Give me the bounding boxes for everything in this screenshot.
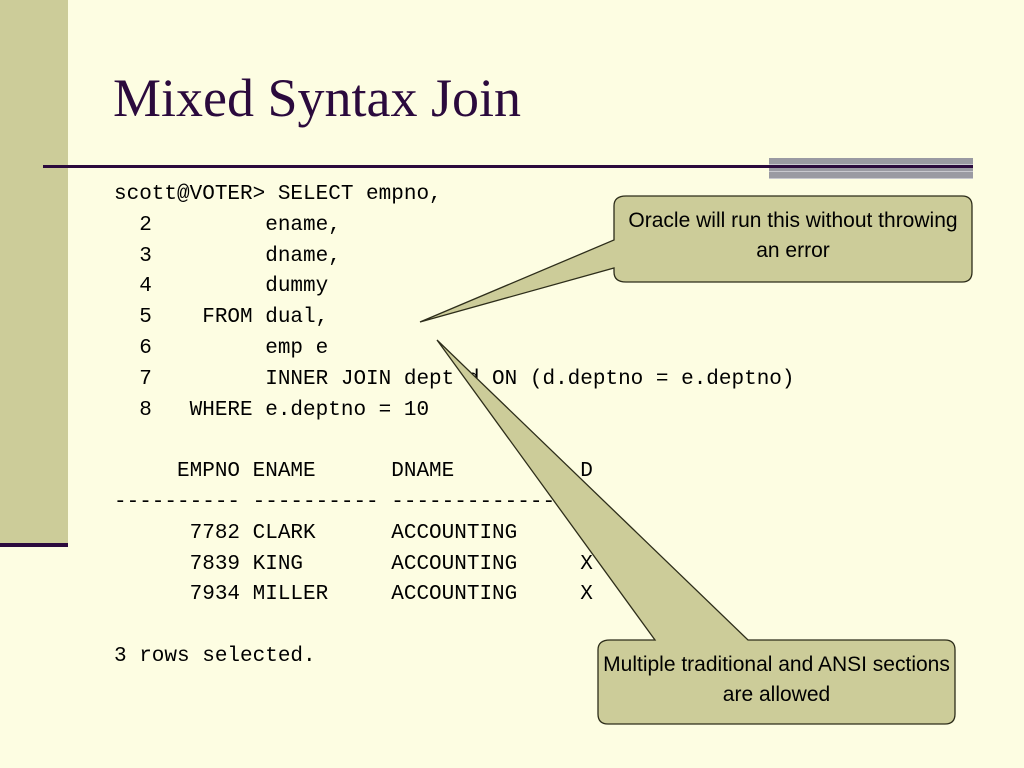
code-line: 2 ename, bbox=[114, 213, 341, 237]
left-accent-bar-underline bbox=[0, 543, 68, 547]
code-line: 8 WHERE e.deptno = 10 bbox=[114, 398, 430, 422]
callout-bottom-shape bbox=[436, 339, 956, 725]
callout-top-text: Oracle will run this without throwing an… bbox=[628, 209, 958, 262]
title-accent-stripes bbox=[769, 158, 973, 179]
callout-top-shape bbox=[419, 195, 973, 323]
sql-code-block: scott@VOTER> SELECT empno, 2 ename, 3 dn… bbox=[114, 180, 795, 673]
code-line: 7 INNER JOIN dept d ON (d.deptno = e.dep… bbox=[114, 367, 795, 391]
result-row: 7934 MILLER ACCOUNTING X bbox=[114, 583, 593, 607]
result-row: 7782 CLARK ACCOUNTING X bbox=[114, 521, 593, 545]
code-line: 5 FROM dual, bbox=[114, 306, 329, 330]
rows-selected-message: 3 rows selected. bbox=[114, 644, 316, 668]
code-line: scott@VOTER> SELECT empno, bbox=[114, 183, 442, 206]
result-separator-row: ---------- ---------- -------------- - bbox=[114, 490, 593, 514]
code-line: 4 dummy bbox=[114, 275, 329, 299]
title-divider bbox=[43, 165, 973, 168]
code-line: 6 emp e bbox=[114, 336, 329, 360]
result-row: 7839 KING ACCOUNTING X bbox=[114, 552, 593, 576]
code-line: 3 dname, bbox=[114, 244, 341, 268]
left-accent-bar bbox=[0, 0, 68, 545]
slide-title: Mixed Syntax Join bbox=[113, 68, 522, 128]
result-header-row: EMPNO ENAME DNAME D bbox=[114, 460, 593, 484]
callout-bottom-text: Multiple traditional and ANSI sections a… bbox=[603, 653, 950, 706]
